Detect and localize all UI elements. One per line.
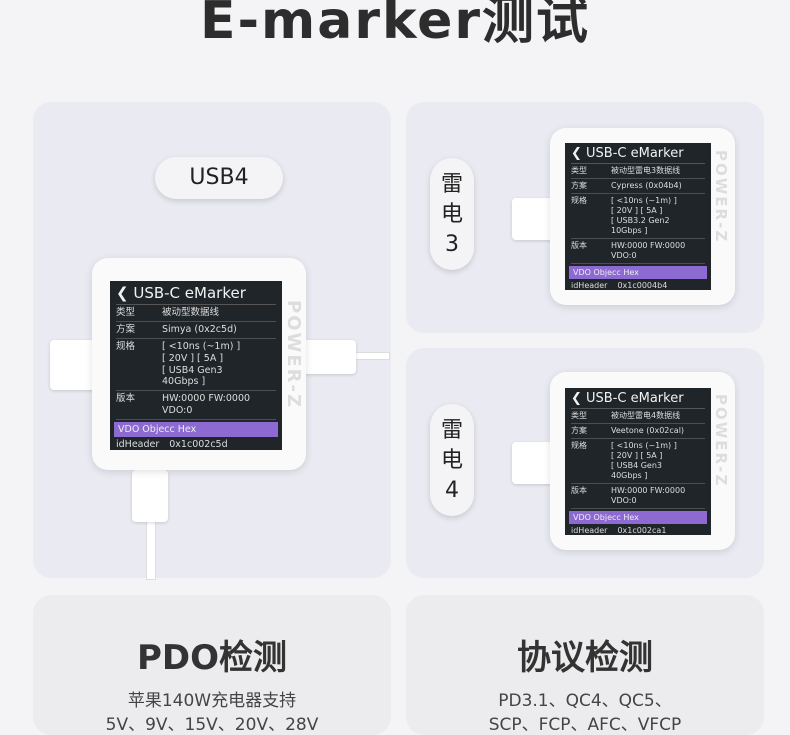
pdo-title: PDO检测 [136,638,288,678]
pdo-line1: 苹果140W充电器支持 [127,691,297,711]
brand-logo: POWER-Z [283,300,304,410]
screen-header: ❮ USB-C eMarker [116,284,276,305]
pdo-card [33,595,391,735]
usb4-label: USB4 [155,157,283,199]
protocol-card [406,595,764,735]
vdo-hex-bar: VDO Objecc Hex [114,422,278,437]
brand-logo: POWER-Z [712,150,730,244]
cable-plug [132,470,168,522]
page-title: E-marker测试 [199,0,591,51]
vdo-hex-bar: VDO Objecc Hex [569,266,707,279]
protocol-line1: PD3.1、QC4、QC5、 [498,691,672,711]
protocol-title: 协议检测 [517,638,653,678]
brand-logo: POWER-Z [712,394,730,488]
screen-header: ❮ USB-C eMarker [571,391,705,409]
screen-header: ❮ USB-C eMarker [571,146,705,164]
cable-plug [300,340,356,374]
pdo-line2: 5V、9V、15V、20V、28V [105,715,319,735]
protocol-line2: SCP、FCP、AFC、VFCP [488,715,682,735]
vdo-hex-bar: VDO Objecc Hex [569,511,707,524]
